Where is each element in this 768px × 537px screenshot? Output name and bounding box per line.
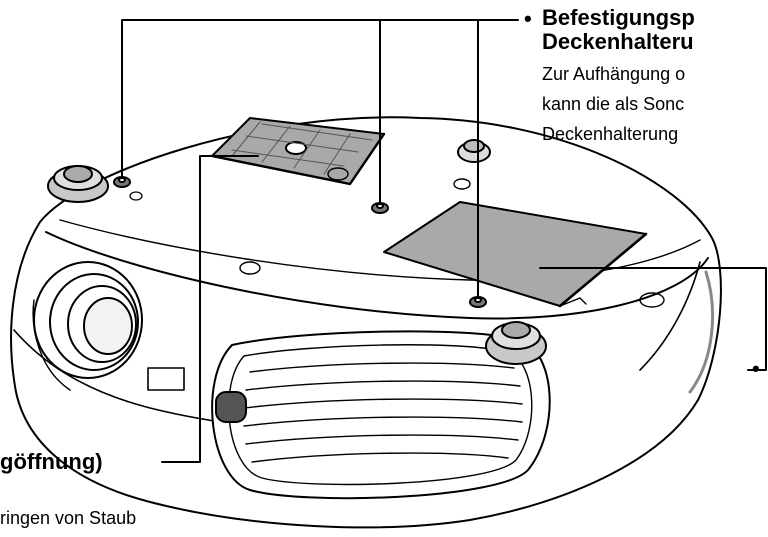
leader-mount-1	[121, 19, 479, 297]
bullet-mount: •	[524, 6, 532, 31]
vent-frame	[211, 330, 551, 500]
lens-ring-1	[49, 273, 139, 371]
filter-title: göffnung)	[0, 449, 103, 474]
filter-desc: ringen von Staub	[0, 508, 137, 528]
right-side-curve	[639, 261, 701, 371]
mount-desc-line-2: kann die als Sonc	[542, 94, 685, 114]
mount-title-line-1: Befestigungsp	[542, 5, 695, 30]
mount-point-1	[113, 176, 131, 188]
leader-lamp	[539, 267, 767, 371]
leader-lines	[121, 19, 767, 463]
top-edge-inner	[59, 219, 701, 281]
adjustable-foot-left	[47, 165, 109, 203]
front-label	[147, 367, 185, 391]
right-side-shade	[688, 270, 715, 394]
filter-plate-hole	[285, 141, 307, 155]
lens-housing	[32, 299, 71, 391]
lamp-cover-tab	[559, 297, 587, 307]
lens-ring-2	[67, 285, 137, 363]
vent-inner	[228, 344, 533, 486]
top-edge	[45, 231, 709, 320]
filter-plate-grid	[231, 121, 373, 175]
ir-window	[215, 391, 247, 423]
mount-desc-line-3: Deckenhalterung	[542, 124, 679, 144]
hole-a	[129, 191, 143, 201]
mount-desc-line-1: Zur Aufhängung o	[542, 64, 686, 84]
lens-ring-3	[83, 297, 133, 355]
hole-b	[327, 167, 349, 181]
filter-plate-edge	[210, 132, 386, 186]
leader-filter	[161, 155, 259, 463]
mount-title-line-2: Deckenhalteru	[542, 29, 694, 54]
bullet-lamp: •	[752, 356, 760, 381]
adjustable-foot-right	[485, 321, 547, 365]
hole-c	[453, 178, 471, 190]
lamp-cover-edge	[558, 232, 648, 308]
vent-slats	[243, 362, 523, 463]
mount-point-3	[469, 296, 487, 308]
hole-e	[639, 292, 665, 308]
mount-point-2	[371, 202, 389, 214]
hole-d	[239, 261, 261, 275]
